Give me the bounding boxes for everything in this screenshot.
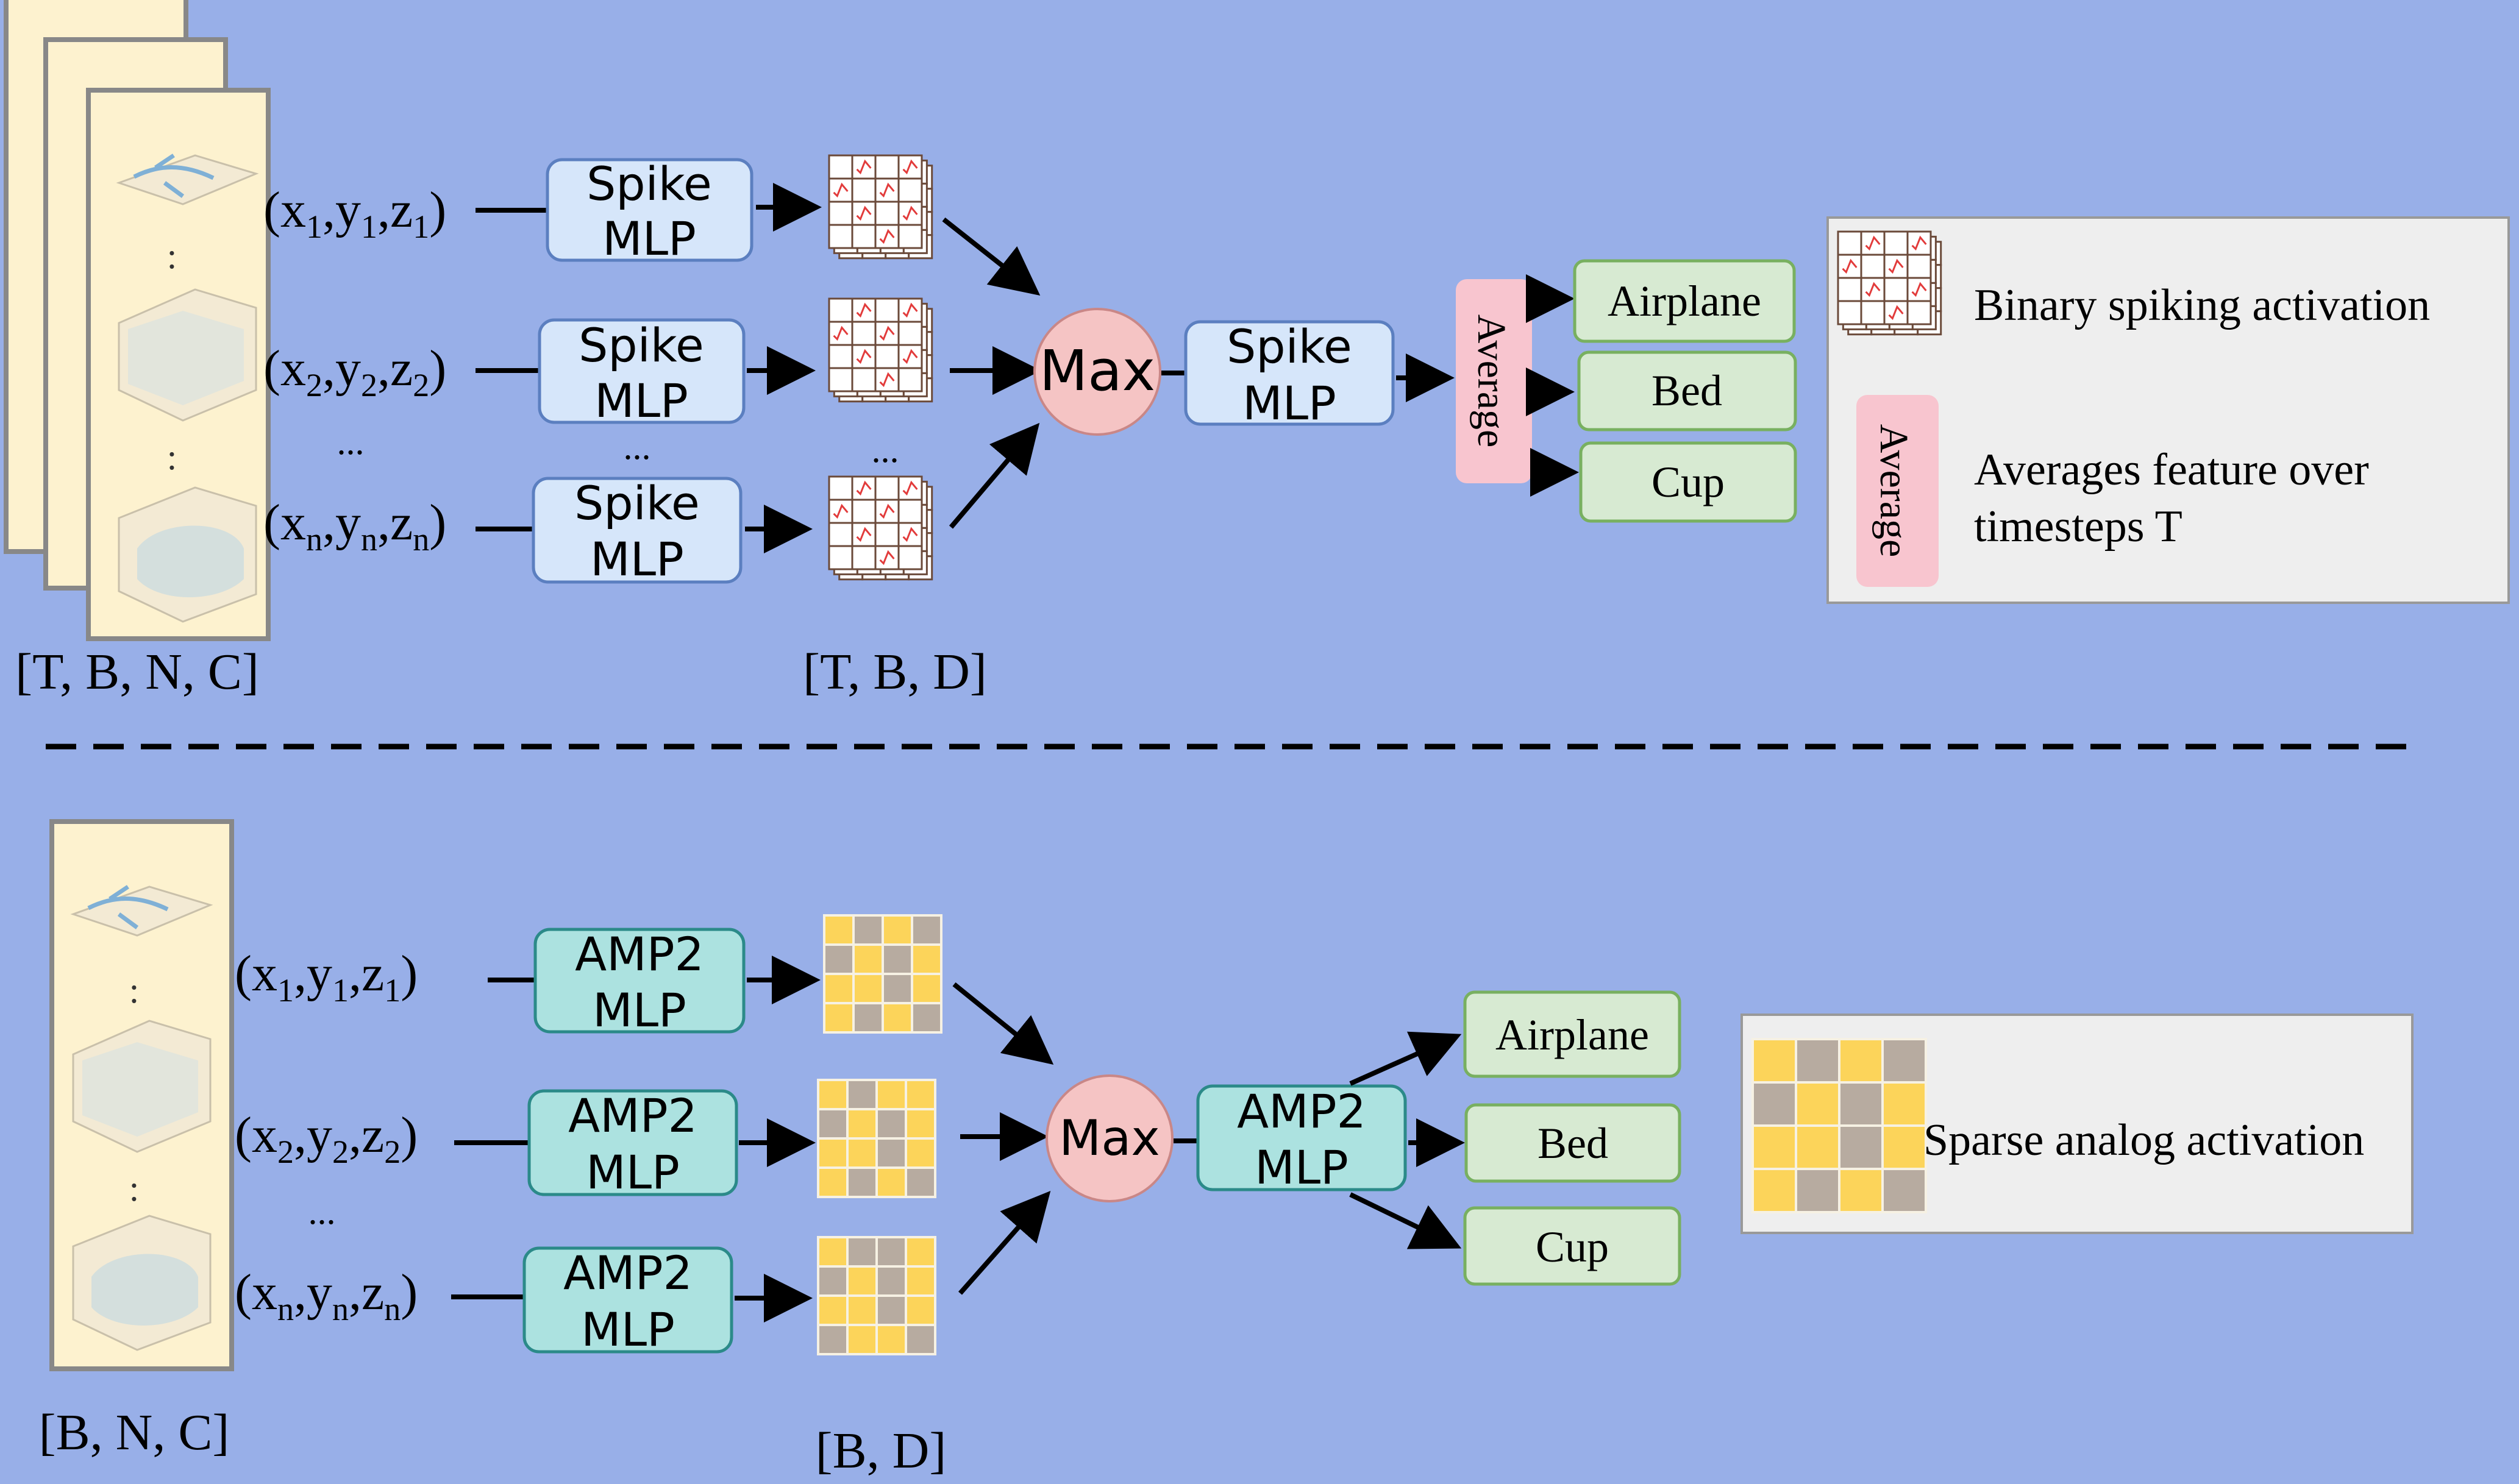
spike-activation-grids	[828, 154, 933, 581]
svg-text:Spike: Spike	[579, 318, 704, 372]
top-output-arrows	[1526, 274, 1579, 497]
bottom-mlp-arrows	[735, 956, 821, 1322]
output-bed: Bed	[1464, 1103, 1681, 1183]
bottom-output-arrows	[1349, 1031, 1465, 1249]
legend-average-text-2: timesteps T	[1974, 502, 2182, 552]
sparse-activation-grids	[817, 914, 942, 1355]
svg-text:Cup: Cup	[1536, 1223, 1609, 1271]
spike-grid	[1837, 230, 1942, 336]
spike-mlp-head: Spike MLP	[1184, 319, 1395, 430]
svg-text:MLP: MLP	[594, 374, 688, 428]
spike-grid	[828, 475, 933, 581]
amp2-mlp-head: AMP2 MLP	[1196, 1084, 1407, 1195]
svg-text:MLP: MLP	[1255, 1140, 1349, 1195]
legend-sparse-label: Sparse analog activation	[1923, 1115, 2364, 1165]
bed-point-cloud-image	[118, 288, 257, 422]
top-input-labels: (x1,y1,z1) (x2,y2,z2) (xn,yn,zn) ...	[263, 182, 446, 558]
frame-dots: :	[129, 970, 140, 1010]
spike-mlp-1: Spike MLP	[546, 157, 754, 266]
legend-average-text-1: Averages feature over	[1974, 445, 2369, 495]
bed-point-cloud-image	[72, 1020, 212, 1153]
top-input-shape: [T, B, N, C]	[15, 644, 259, 700]
svg-text:Bed: Bed	[1537, 1119, 1608, 1168]
svg-text:MLP: MLP	[602, 211, 696, 266]
top-mlp-arrows	[745, 183, 822, 553]
svg-text:MLP: MLP	[581, 1302, 675, 1357]
max-pool-node: Max	[1046, 1074, 1174, 1202]
input-point-2: (x2,y2,z2)	[263, 340, 446, 403]
bottom-max-arrows	[952, 982, 1054, 1295]
svg-text:AMP2: AMP2	[563, 1246, 693, 1300]
legend-average-tag-label: Average	[1872, 424, 1916, 558]
legend-sparse-grid-icon	[1751, 1038, 1927, 1213]
svg-text:MLP: MLP	[590, 532, 684, 586]
spike-mlp-2: Spike MLP	[538, 318, 746, 428]
sparse-grid	[1751, 1038, 1927, 1213]
svg-text:Average: Average	[1469, 314, 1514, 448]
bottom-input-connectors	[451, 978, 535, 1299]
input-ellipsis: ...	[337, 422, 365, 462]
output-airplane: Airplane	[1573, 259, 1796, 343]
svg-text:AMP2: AMP2	[1237, 1084, 1366, 1138]
sparse-grid	[817, 1079, 936, 1198]
spike-mlp-n: Spike MLP	[532, 476, 743, 586]
top-legend: Binary spiking activation Average Averag…	[1826, 216, 2510, 604]
bottom-legend: Sparse analog activation	[1740, 1014, 2414, 1234]
sparse-grid	[817, 1236, 936, 1355]
bottom-input-frame: : :	[49, 819, 234, 1371]
svg-text:Cup: Cup	[1651, 458, 1725, 506]
svg-text:Airplane: Airplane	[1608, 277, 1761, 325]
sparse-grid	[823, 914, 942, 1034]
max-pool-node: Max	[1033, 308, 1161, 436]
input-point-1: (x1,y1,z1)	[263, 182, 446, 245]
output-bed: Bed	[1577, 350, 1797, 431]
svg-text:Spike: Spike	[1227, 319, 1352, 374]
svg-text:Spike: Spike	[574, 476, 700, 530]
frame-dots: :	[167, 236, 177, 276]
bottom-input-shape: [B, N, C]	[39, 1404, 230, 1461]
amp2-mlp-1: AMP2 MLP	[533, 927, 746, 1037]
frame-dots: :	[129, 1168, 140, 1209]
svg-text:Bed: Bed	[1651, 366, 1722, 415]
spike-grid	[828, 297, 933, 403]
legend-average-tag	[1856, 395, 1939, 587]
svg-text:AMP2: AMP2	[575, 927, 704, 981]
input-point-n: (xn,yn,zn)	[235, 1264, 418, 1327]
input-ellipsis: ...	[308, 1191, 336, 1232]
svg-text:Max: Max	[1059, 1110, 1160, 1166]
top-feature-shape: [T, B, D]	[803, 644, 987, 700]
average-block: Average	[1456, 279, 1532, 483]
timestep-frames: : :	[4, 0, 271, 641]
svg-text:MLP: MLP	[593, 983, 686, 1037]
output-cup: Cup	[1579, 441, 1797, 523]
svg-text:MLP: MLP	[1242, 376, 1336, 430]
mlp-ellipsis: ...	[624, 427, 651, 467]
airplane-point-cloud-image	[70, 885, 213, 937]
legend-spiking-label: Binary spiking activation	[1974, 280, 2430, 330]
amp2-mlp-n: AMP2 MLP	[522, 1246, 733, 1357]
amp2-mlp-2: AMP2 MLP	[527, 1088, 738, 1199]
spike-grid	[828, 154, 933, 260]
svg-text:AMP2: AMP2	[568, 1088, 697, 1143]
bottom-input-labels: (x1,y1,z1) (x2,y2,z2) (xn,yn,zn) ...	[235, 945, 418, 1327]
input-point-n: (xn,yn,zn)	[263, 494, 446, 558]
grid-ellipsis: ...	[872, 430, 899, 470]
svg-text:MLP: MLP	[586, 1145, 680, 1199]
svg-text:Airplane: Airplane	[1495, 1010, 1649, 1059]
output-cup: Cup	[1463, 1206, 1681, 1286]
airplane-point-cloud-image	[116, 154, 259, 205]
svg-text:Max: Max	[1039, 338, 1155, 403]
frame-dots: :	[167, 437, 177, 477]
top-max-arrows	[942, 217, 1041, 529]
top-input-connectors	[476, 208, 547, 531]
cup-point-cloud-image	[72, 1215, 212, 1351]
output-airplane: Airplane	[1463, 990, 1681, 1078]
input-point-1: (x1,y1,z1)	[235, 945, 418, 1009]
input-point-2: (x2,y2,z2)	[235, 1107, 418, 1170]
svg-text:Spike: Spike	[586, 157, 712, 211]
legend-spike-grid-icon	[1837, 230, 1942, 336]
bottom-feature-shape: [B, D]	[816, 1422, 947, 1479]
cup-point-cloud-image	[118, 486, 257, 623]
